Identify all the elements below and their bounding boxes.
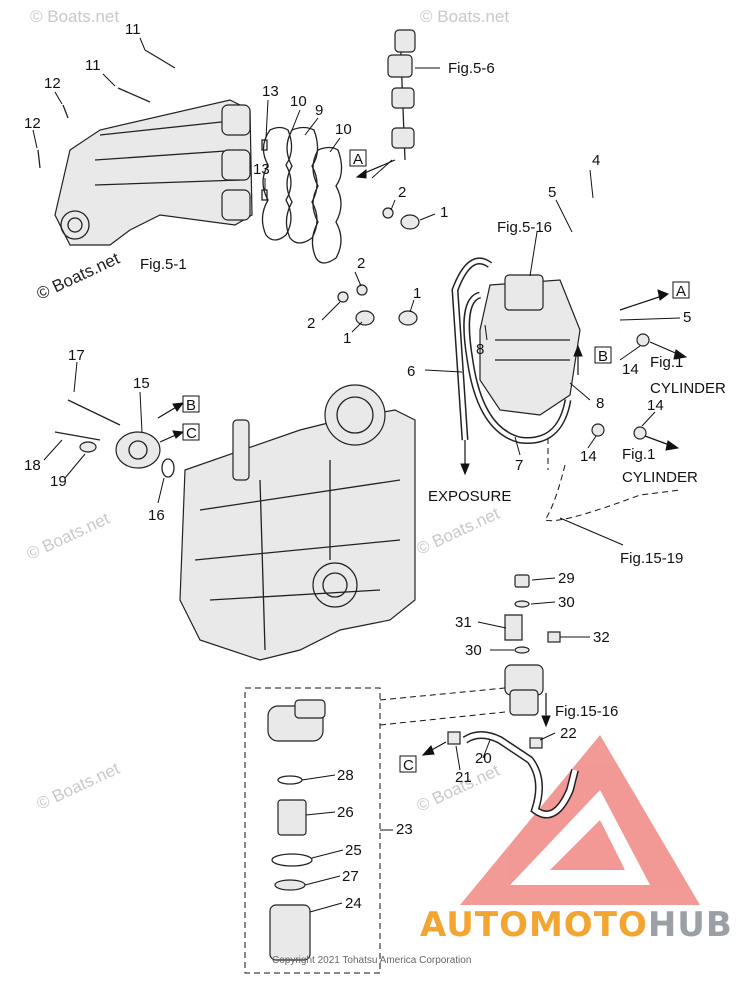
callout-19: 19 bbox=[50, 473, 67, 490]
callout-5: 5 bbox=[548, 184, 556, 201]
callout-13: 13 bbox=[262, 83, 279, 100]
box-ref-b2-label: B bbox=[186, 397, 196, 414]
box-ref-c2: C bbox=[399, 755, 417, 774]
callout-8: 8 bbox=[476, 341, 484, 358]
automotohub-logo-icon bbox=[460, 735, 700, 905]
watermark-text: © Boats.net bbox=[414, 504, 503, 559]
box-ref-a2: A bbox=[672, 281, 690, 300]
engine-block bbox=[179, 384, 416, 661]
callout-8: 8 bbox=[596, 395, 604, 412]
callout-18: 18 bbox=[24, 457, 41, 474]
intake-manifold bbox=[54, 99, 253, 246]
box-ref-b1: B bbox=[594, 346, 612, 365]
bracket-31 bbox=[504, 574, 561, 654]
callout-21: 21 bbox=[455, 769, 472, 786]
callout-9: 9 bbox=[315, 102, 323, 119]
callout-27: 27 bbox=[342, 868, 359, 885]
callout-25: 25 bbox=[345, 842, 362, 859]
ref-cylinder: CYLINDER bbox=[622, 469, 698, 486]
hose-fig15-19 bbox=[544, 464, 681, 522]
hose-4 bbox=[573, 198, 621, 331]
ref-fig15-19: Fig.15-19 bbox=[620, 550, 683, 567]
callout-14: 14 bbox=[647, 397, 664, 414]
callout-1: 1 bbox=[343, 330, 351, 347]
vapor-separator bbox=[479, 274, 581, 416]
callout-1: 1 bbox=[413, 285, 421, 302]
callout-10: 10 bbox=[335, 121, 352, 138]
box-ref-c1: C bbox=[182, 423, 200, 442]
box-ref-b2: B bbox=[182, 395, 200, 414]
fuel-filter bbox=[504, 664, 544, 716]
arrows bbox=[157, 159, 688, 756]
filter-kit-parts bbox=[267, 699, 326, 961]
callout-11: 11 bbox=[85, 57, 101, 74]
callout-5: 5 bbox=[683, 309, 691, 326]
watermark-text: © Boats.net bbox=[34, 759, 123, 814]
box-ref-a1: A bbox=[349, 149, 367, 168]
callout-2: 2 bbox=[398, 184, 406, 201]
grommets-1-2 bbox=[337, 207, 420, 326]
gaskets-9-10 bbox=[261, 126, 343, 264]
callout-14: 14 bbox=[622, 361, 639, 378]
callout-1: 1 bbox=[440, 204, 448, 221]
callout-17: 17 bbox=[68, 347, 85, 364]
callout-16: 16 bbox=[148, 507, 165, 524]
callout-4: 4 bbox=[592, 152, 600, 169]
ref-cylinder: CYLINDER bbox=[650, 380, 726, 397]
callout-10: 10 bbox=[290, 93, 307, 110]
ref-exposure: EXPOSURE bbox=[428, 488, 511, 505]
watermark-text: © Boats.net bbox=[24, 509, 113, 564]
callout-2: 2 bbox=[307, 315, 315, 332]
watermark-text: © Boats.net bbox=[420, 7, 509, 26]
callout-20: 20 bbox=[475, 750, 492, 767]
box-ref-a2-label: A bbox=[676, 283, 686, 300]
callout-29: 29 bbox=[558, 570, 575, 587]
box-ref-c1-label: C bbox=[186, 425, 197, 442]
watermark-main: © Boats.net bbox=[34, 249, 123, 304]
callout-7: 7 bbox=[515, 457, 523, 474]
automotohub-brand: AUTOMOTOHUB bbox=[420, 905, 733, 945]
ref-fig5-6: Fig.5-6 bbox=[448, 60, 495, 77]
callout-32: 32 bbox=[593, 629, 610, 646]
ref-fig5-1: Fig.5-1 bbox=[140, 256, 187, 273]
fuel-rail bbox=[371, 29, 416, 179]
bolts-11-12 bbox=[37, 49, 176, 169]
box-ref-a1-label: A bbox=[353, 151, 363, 168]
callout-2: 2 bbox=[357, 255, 365, 272]
callout-23: 23 bbox=[396, 821, 413, 838]
hose-4-inner bbox=[571, 196, 621, 333]
callout-12: 12 bbox=[24, 115, 41, 132]
callout-31: 31 bbox=[455, 614, 472, 631]
callout-24: 24 bbox=[345, 895, 362, 912]
watermark-text: © Boats.net bbox=[30, 7, 119, 26]
brand-part-2: HUB bbox=[647, 905, 733, 945]
copyright-text: Copyright 2021 Tohatsu America Corporati… bbox=[272, 955, 471, 966]
callout-15: 15 bbox=[133, 375, 150, 392]
callout-14: 14 bbox=[580, 448, 597, 465]
callout-22: 22 bbox=[560, 725, 577, 742]
ref-fig15-16: Fig.15-16 bbox=[555, 703, 618, 720]
figure-references: Fig.5-6 Fig.5-16 Fig.5-1 Fig.1 CYLINDER … bbox=[140, 60, 726, 720]
ref-fig5-16: Fig.5-16 bbox=[497, 219, 552, 236]
box-ref-b1-label: B bbox=[598, 348, 608, 365]
callout-30: 30 bbox=[465, 642, 482, 659]
callout-30: 30 bbox=[558, 594, 575, 611]
callout-26: 26 bbox=[337, 804, 354, 821]
box-ref-c2-label: C bbox=[403, 757, 414, 774]
callout-12: 12 bbox=[44, 75, 61, 92]
ref-fig1: Fig.1 bbox=[622, 446, 655, 463]
ref-fig1: Fig.1 bbox=[650, 354, 683, 371]
callout-28: 28 bbox=[337, 767, 354, 784]
callout-11: 11 bbox=[125, 21, 141, 38]
leader-lines bbox=[32, 37, 681, 913]
callout-6: 6 bbox=[407, 363, 415, 380]
thermostat-housing bbox=[54, 399, 175, 478]
part-numbers: 11 11 12 12 13 13 10 10 9 2 1 2 2 1 1 4 … bbox=[24, 21, 691, 912]
brand-part-1: AUTOMOTO bbox=[420, 905, 648, 945]
callout-13: 13 bbox=[253, 161, 270, 178]
